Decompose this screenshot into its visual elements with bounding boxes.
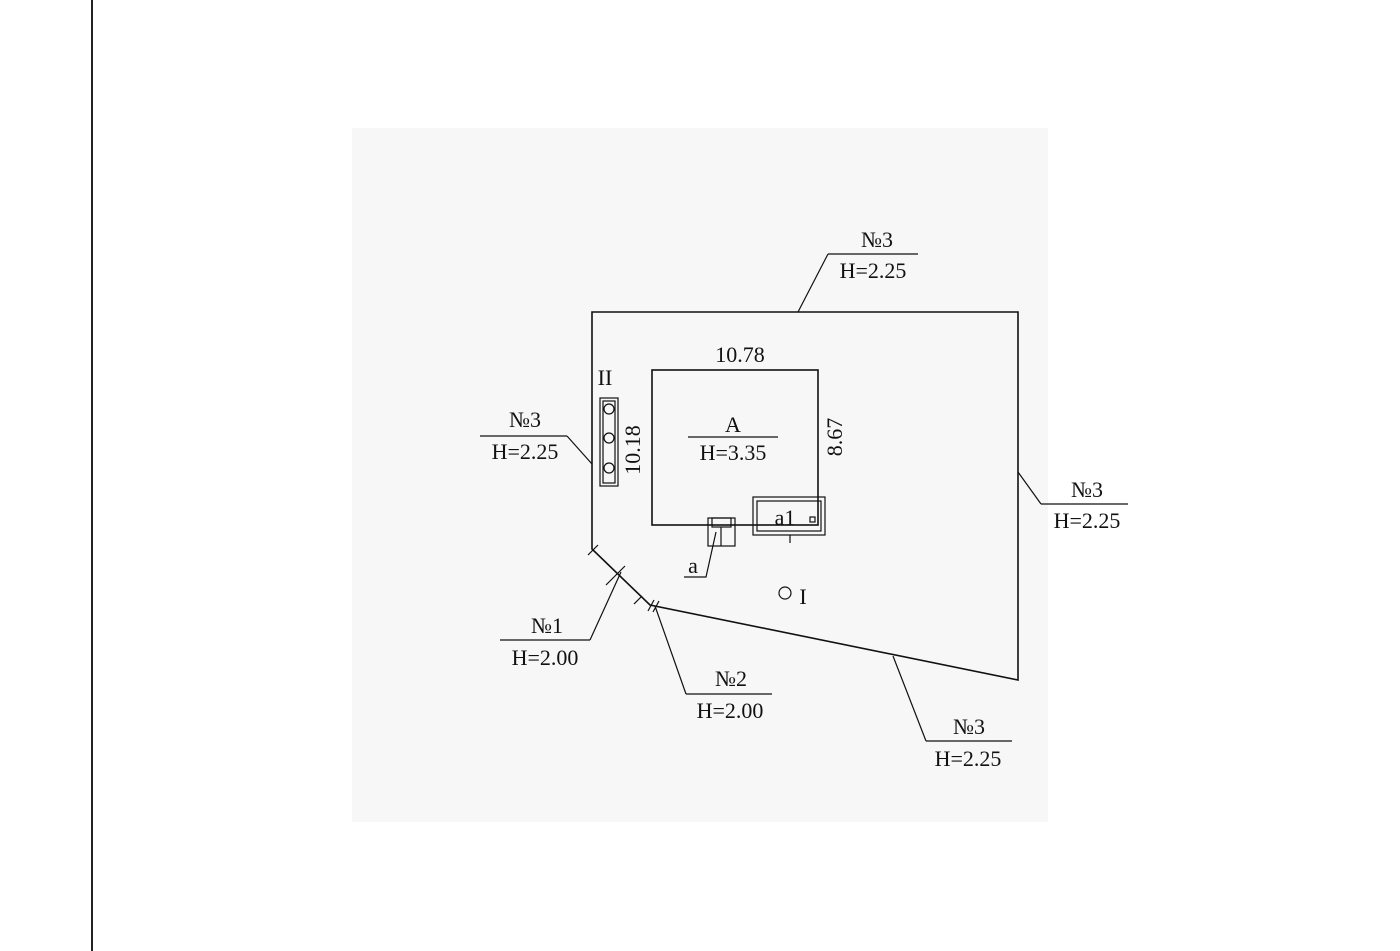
structure-ii-circle bbox=[603, 432, 615, 444]
label-bottom-right-height: H=2.25 bbox=[935, 746, 1002, 771]
structure-ii-label: II bbox=[598, 365, 613, 390]
building-a-right-dimension: 8.67 bbox=[822, 418, 847, 457]
label-segment-2-leader bbox=[654, 605, 687, 695]
annex-a1-inner bbox=[756, 500, 822, 532]
tick-4 bbox=[647, 599, 655, 612]
drawing-panel bbox=[352, 128, 1048, 822]
tick-2 bbox=[605, 565, 626, 586]
label-segment-1-height: H=2.00 bbox=[512, 645, 579, 670]
building-a-height: H=3.35 bbox=[700, 440, 767, 465]
tick-3 bbox=[633, 595, 643, 605]
point-i-label: I bbox=[799, 584, 806, 609]
label-top-number: №3 bbox=[861, 227, 893, 252]
label-left-boundary: №3 H=2.25 bbox=[480, 407, 593, 465]
label-top-leader bbox=[797, 253, 829, 313]
tick-5 bbox=[652, 600, 660, 613]
structure-ii-inner bbox=[602, 400, 616, 484]
label-segment-1-leader bbox=[589, 571, 622, 641]
label-segment-1: №1 H=2.00 bbox=[500, 571, 622, 670]
porch-a-label: a bbox=[688, 553, 698, 578]
annex-a1-label: a1 bbox=[775, 505, 796, 530]
label-left-leader bbox=[566, 435, 593, 465]
label-left-height: H=2.25 bbox=[492, 439, 559, 464]
building-a-top-dimension: 10.78 bbox=[715, 342, 765, 367]
annex-a1-outer bbox=[752, 496, 826, 536]
label-right-height: H=2.25 bbox=[1054, 508, 1121, 533]
label-top-boundary: №3 H=2.25 bbox=[797, 227, 918, 313]
building-a-left-dimension: 10.18 bbox=[620, 425, 645, 475]
label-bottom-right-leader bbox=[892, 655, 927, 742]
boundary-ticks bbox=[587, 544, 660, 613]
porch-a-leader bbox=[684, 531, 717, 578]
label-bottom-right-boundary: №3 H=2.25 bbox=[892, 655, 1012, 771]
annex-a1-marker bbox=[809, 516, 816, 523]
point-i-marker bbox=[778, 586, 792, 600]
structure-ii-outer bbox=[599, 397, 619, 487]
label-bottom-right-number: №3 bbox=[953, 714, 985, 739]
label-top-height: H=2.25 bbox=[840, 258, 907, 283]
label-segment-2-height: H=2.00 bbox=[697, 698, 764, 723]
tick-1 bbox=[587, 544, 599, 556]
structure-ii-circle bbox=[603, 403, 615, 415]
label-right-number: №3 bbox=[1071, 477, 1103, 502]
label-right-boundary: №3 H=2.25 bbox=[1017, 471, 1128, 533]
label-segment-2: №2 H=2.00 bbox=[654, 605, 772, 723]
plot-boundary bbox=[591, 311, 1019, 681]
label-segment-2-number: №2 bbox=[715, 666, 747, 691]
label-segment-1-number: №1 bbox=[531, 613, 563, 638]
label-left-number: №3 bbox=[509, 407, 541, 432]
building-a-letter: A bbox=[725, 412, 741, 437]
structure-ii-circle bbox=[603, 462, 615, 474]
label-right-leader bbox=[1017, 471, 1042, 505]
